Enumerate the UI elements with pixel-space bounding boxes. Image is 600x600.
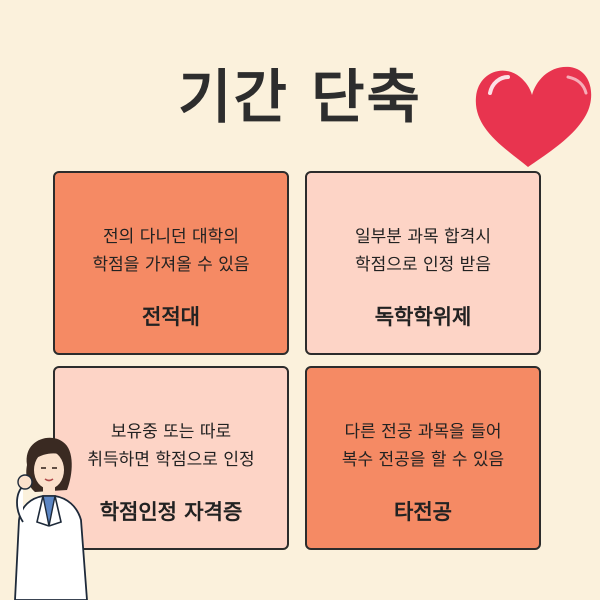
card-description: 일부분 과목 합격시 학점으로 인정 받음 — [355, 227, 491, 275]
card-name: 타전공 — [394, 500, 452, 524]
card-other-major: 다른 전공 과목을 들어 복수 전공을 할 수 있음 타전공 — [305, 366, 541, 550]
heart-icon — [475, 66, 592, 167]
card-description: 전의 다니던 대학의 학점을 가져올 수 있음 — [92, 227, 250, 275]
card-name: 학점인정 자격증 — [99, 500, 243, 524]
card-description: 보유중 또는 따로 취득하면 학점으로 인정 — [87, 422, 255, 470]
page-title: 기간 단축 — [178, 63, 422, 131]
card-name: 독학학위제 — [374, 305, 472, 329]
card-description: 다른 전공 과목을 들어 복수 전공을 할 수 있음 — [341, 422, 505, 470]
card-transfer-credits: 전의 다니던 대학의 학점을 가져올 수 있음 전적대 — [53, 171, 289, 355]
doctor-illustration — [14, 437, 88, 600]
card-credit-certificate: 보유중 또는 따로 취득하면 학점으로 인정 학점인정 자격증 — [53, 366, 289, 550]
card-self-study-degree: 일부분 과목 합격시 학점으로 인정 받음 독학학위제 — [305, 171, 541, 355]
card-name: 전적대 — [142, 305, 200, 329]
